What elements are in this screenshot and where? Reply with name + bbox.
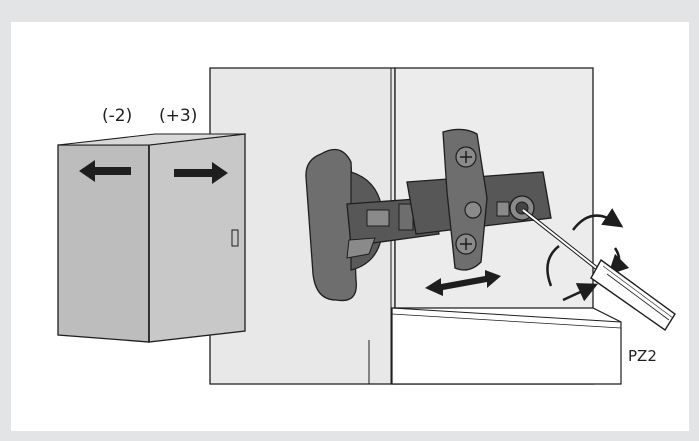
double-arrow-icon — [425, 270, 501, 296]
screwdriver-bit-label: PZ2 — [628, 347, 657, 365]
right-arrow-icon — [174, 162, 228, 184]
adjust-plus-label: (+3) — [159, 106, 198, 126]
cabinet-shelf — [368, 307, 622, 385]
left-arrow-icon — [79, 160, 131, 182]
illustration-panel: (-2) (+3) PZ2 — [11, 22, 689, 431]
hinge-adjustment-diagram — [57, 67, 676, 385]
cabinet-door — [57, 133, 246, 343]
rotate-arrow-icon — [546, 208, 630, 302]
hinge-mounting-plate — [406, 128, 552, 271]
screwdriver-icon — [521, 208, 676, 331]
adjust-minus-label: (-2) — [102, 106, 133, 126]
